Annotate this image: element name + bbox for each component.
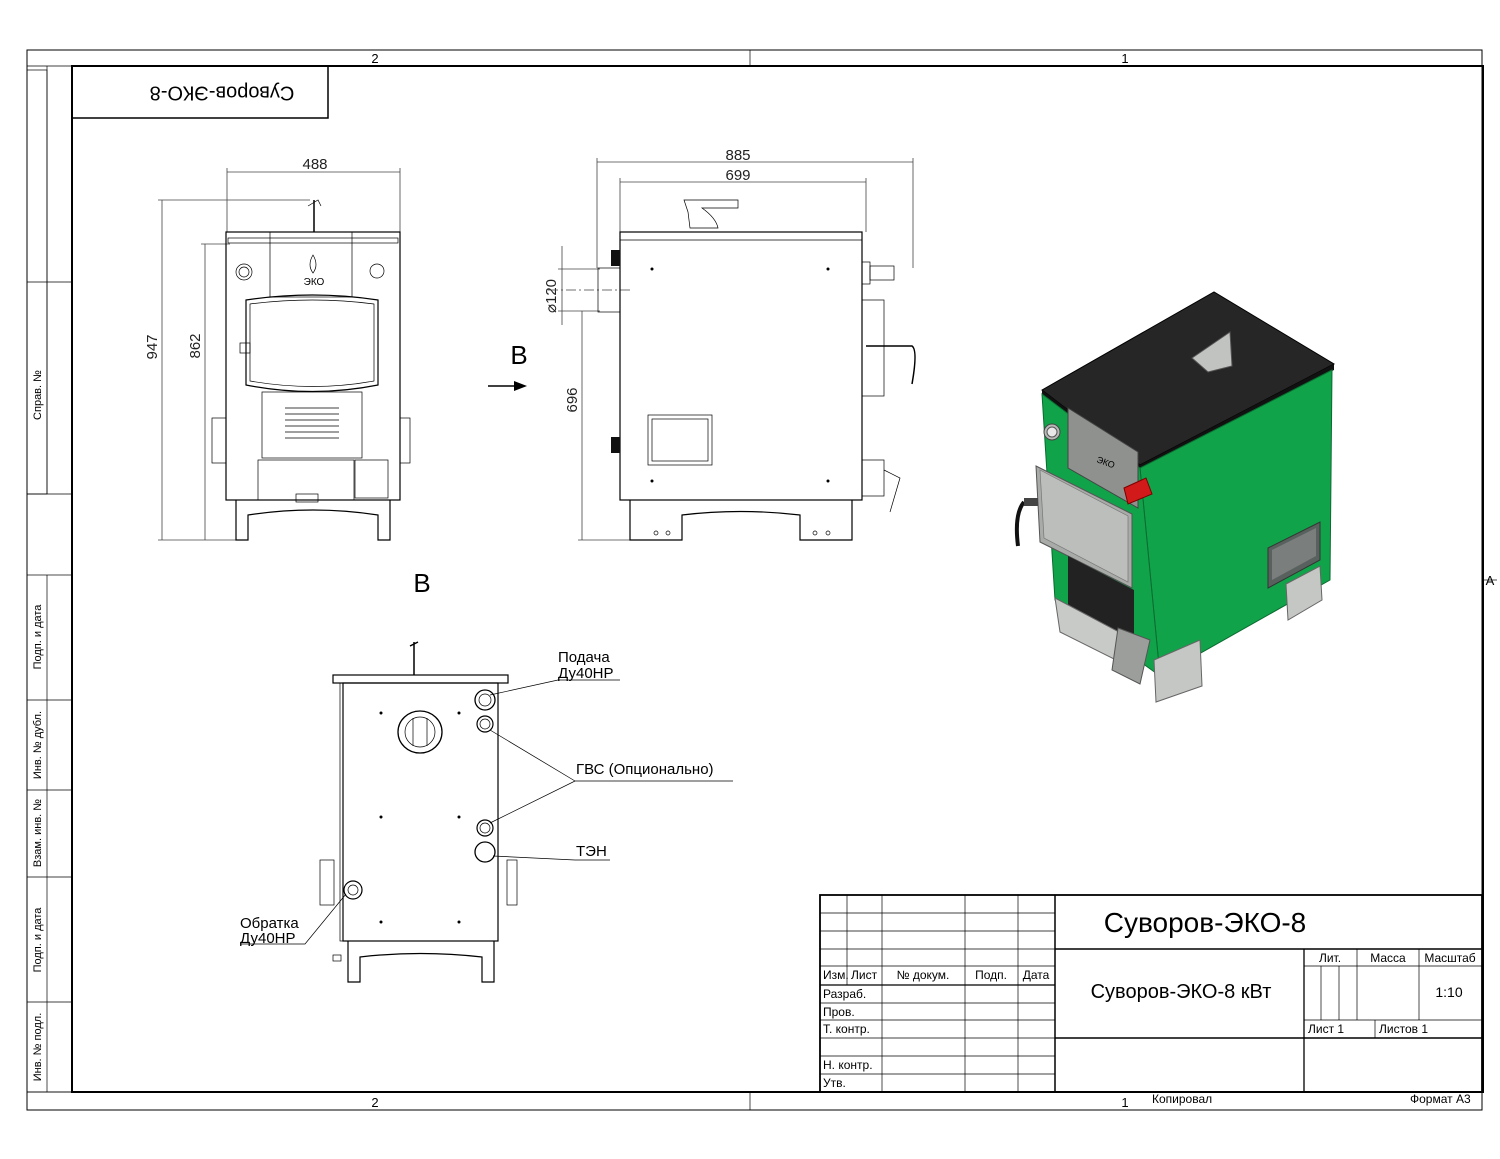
tb-col-doc: № докум. [897,968,950,982]
side-label-replace: Взам. инв. № [32,799,44,867]
dim-pipe-diameter: ⌀120 [543,279,560,313]
tb-copied: Копировал [1152,1092,1212,1106]
side-label-orig: Инв. № подл. [32,1013,44,1082]
tb-lit: Лит. [1319,951,1341,965]
front-view: 488 947 862 ЭКО [144,156,411,541]
tb-format: Формат А3 [1410,1092,1471,1106]
dim-side-depth-total: 885 [725,147,750,164]
rotated-title: Суворов-ЭКО-8 [150,82,295,104]
tb-col-sheet: Лист [851,968,878,982]
tb-row-approved: Утв. [823,1076,846,1090]
left-strip: Справ. № Подп. и дата Инв. № дубл. Взам.… [26,66,73,1093]
tb-sheet: Лист 1 [1308,1022,1344,1036]
callout-heater: ТЭН [576,843,607,860]
tb-mass: Масса [1370,951,1406,965]
view-arrow-label: B [510,340,527,370]
tb-row-tech-control: Т. контр. [823,1022,870,1036]
tb-col-date: Дата [1023,968,1050,982]
zone-bottom-left: 2 [371,1095,378,1110]
side-label-sign1: Подп. и дата [32,604,44,670]
dim-side-depth-body: 699 [725,167,750,184]
side-label-dup: Инв. № дубл. [32,711,44,779]
dim-front-width: 488 [302,156,327,173]
side-label-ref: Справ. № [32,370,44,420]
dim-front-height-body: 862 [187,333,204,358]
tb-name: Суворов-ЭКО-8 кВт [1091,981,1272,1003]
callout-supply-1: Подача [558,649,610,666]
tb-col-change: Изм. [823,968,849,982]
zone-right-side: A [1486,573,1495,588]
rotated-title-box: Суворов-ЭКО-8 [71,65,329,119]
dim-front-height-total: 947 [144,334,161,359]
zone-top-left: 2 [371,51,378,66]
tb-row-norm-control: Н. контр. [823,1058,873,1072]
tb-row-checked: Пров. [823,1005,855,1019]
tb-scale-value: 1:10 [1435,984,1462,1000]
dim-pipe-height: 696 [564,387,581,412]
callout-return-1: Обратка [240,915,299,932]
callout-hot-water: ГВС (Опционально) [576,761,714,778]
rear-view-label: B [413,568,430,598]
side-label-sign2: Подп. и дата [32,907,44,973]
tb-col-sign: Подп. [975,968,1007,982]
tb-designation: Суворов-ЭКО-8 [1104,907,1307,938]
callout-return-2: Ду40НР [240,930,296,947]
zone-bottom-right: 1 [1121,1095,1128,1110]
tb-row-developed: Разраб. [823,987,866,1001]
zone-top-right: 1 [1121,51,1128,66]
front-logo: ЭКО [304,277,325,288]
boiler-isometric: ЭКО [1014,291,1336,703]
rear-view: B Подача Ду40НР ГВС (Опционально) ТЭН Об… [240,568,733,983]
side-view: 885 699 ⌀120 696 B [488,147,916,541]
title-block: Изм. Лист № докум. Подп. Дата Разраб. Пр… [819,894,1483,1106]
tb-sheets: Листов 1 [1379,1022,1428,1036]
callout-supply-2: Ду40НР [558,665,614,682]
tb-scale-label: Масштаб [1424,951,1475,965]
